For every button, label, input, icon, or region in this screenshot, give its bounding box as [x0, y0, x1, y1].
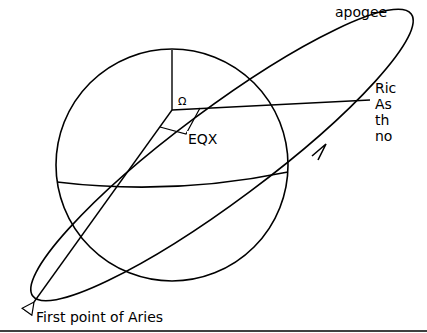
note-fragment: As: [375, 96, 392, 112]
direction-label: First point of Aries: [36, 309, 163, 325]
earth-circle: [56, 49, 288, 281]
apogee-label: apogee: [335, 4, 387, 20]
polar-axis: [171, 50, 172, 110]
frame-line: [0, 330, 427, 331]
node-symbol: Ω: [177, 96, 187, 108]
node-line: [172, 100, 370, 110]
angle-label: EQX: [187, 131, 218, 147]
orbit-ellipse: [5, 0, 427, 333]
orbit-direction-arrow: [312, 144, 326, 160]
note-fragment: th: [375, 112, 389, 128]
equator-line: [57, 172, 288, 187]
note-fragment: no: [375, 128, 392, 144]
aries-arrow: [34, 110, 172, 302]
note-fragment: Ric: [375, 80, 396, 96]
